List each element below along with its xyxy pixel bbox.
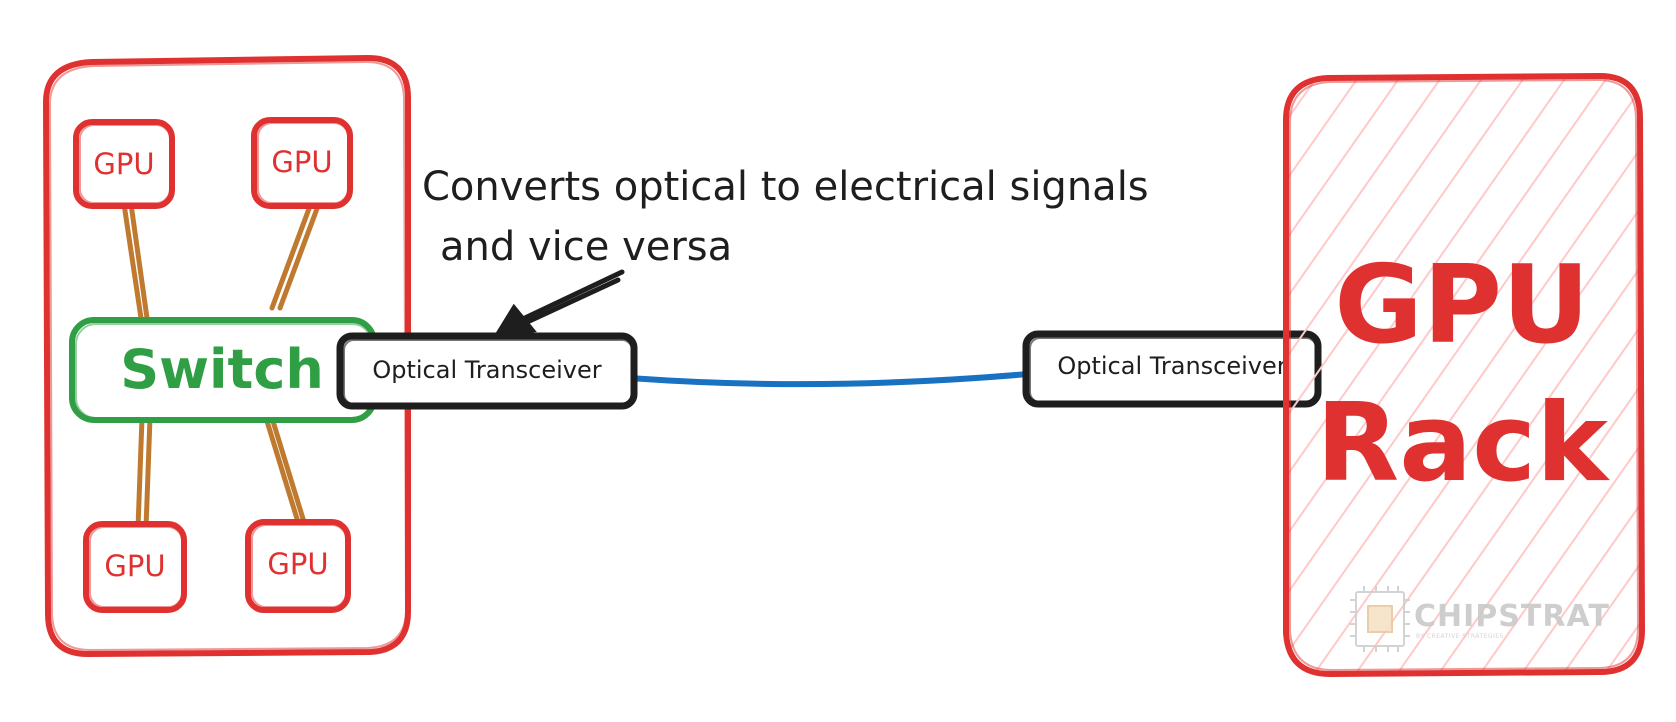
transceiver-label: Optical Transceiver: [1057, 352, 1286, 380]
gpu-label: GPU: [93, 147, 154, 181]
optical-transceiver-left: Optical Transceiver: [336, 332, 638, 410]
annotation-line-2: and vice versa: [440, 224, 732, 270]
gpu-label: GPU: [267, 547, 328, 581]
chip-logo-icon: [1350, 586, 1410, 652]
gpu-label: GPU: [271, 145, 332, 179]
gpu-node-bottom-right: GPU: [245, 519, 351, 613]
optical-transceiver-right: Optical Transceiver: [1022, 330, 1322, 408]
annotation-arrow: [493, 269, 625, 338]
chipstrat-watermark: CHIPSTRAT BY CREATIVE STRATEGIES: [1350, 586, 1610, 652]
gpu-node-top-right: GPU: [251, 117, 353, 209]
server-enclosure: [43, 55, 411, 657]
copper-links: [121, 201, 321, 531]
transceiver-label: Optical Transceiver: [372, 356, 601, 384]
gpu-label: GPU: [104, 549, 165, 583]
gpu-node-bottom-left: GPU: [83, 521, 187, 613]
annotation-line-1: Converts optical to electrical signals: [422, 164, 1149, 210]
network-switch: Switch: [69, 317, 377, 423]
fiber-optic-cable: [627, 371, 1031, 388]
watermark-brand: CHIPSTRAT: [1414, 599, 1610, 634]
gpu-rack: GPU Rack: [1283, 73, 1645, 677]
annotation: Converts optical to electrical signals a…: [422, 164, 1149, 270]
watermark-tagline: BY CREATIVE STRATEGIES: [1416, 633, 1504, 640]
gpu-node-top-left: GPU: [73, 119, 175, 209]
rack-label-line-1: GPU: [1334, 243, 1590, 368]
switch-label: Switch: [120, 338, 324, 401]
rack-label-line-2: Rack: [1316, 381, 1610, 506]
